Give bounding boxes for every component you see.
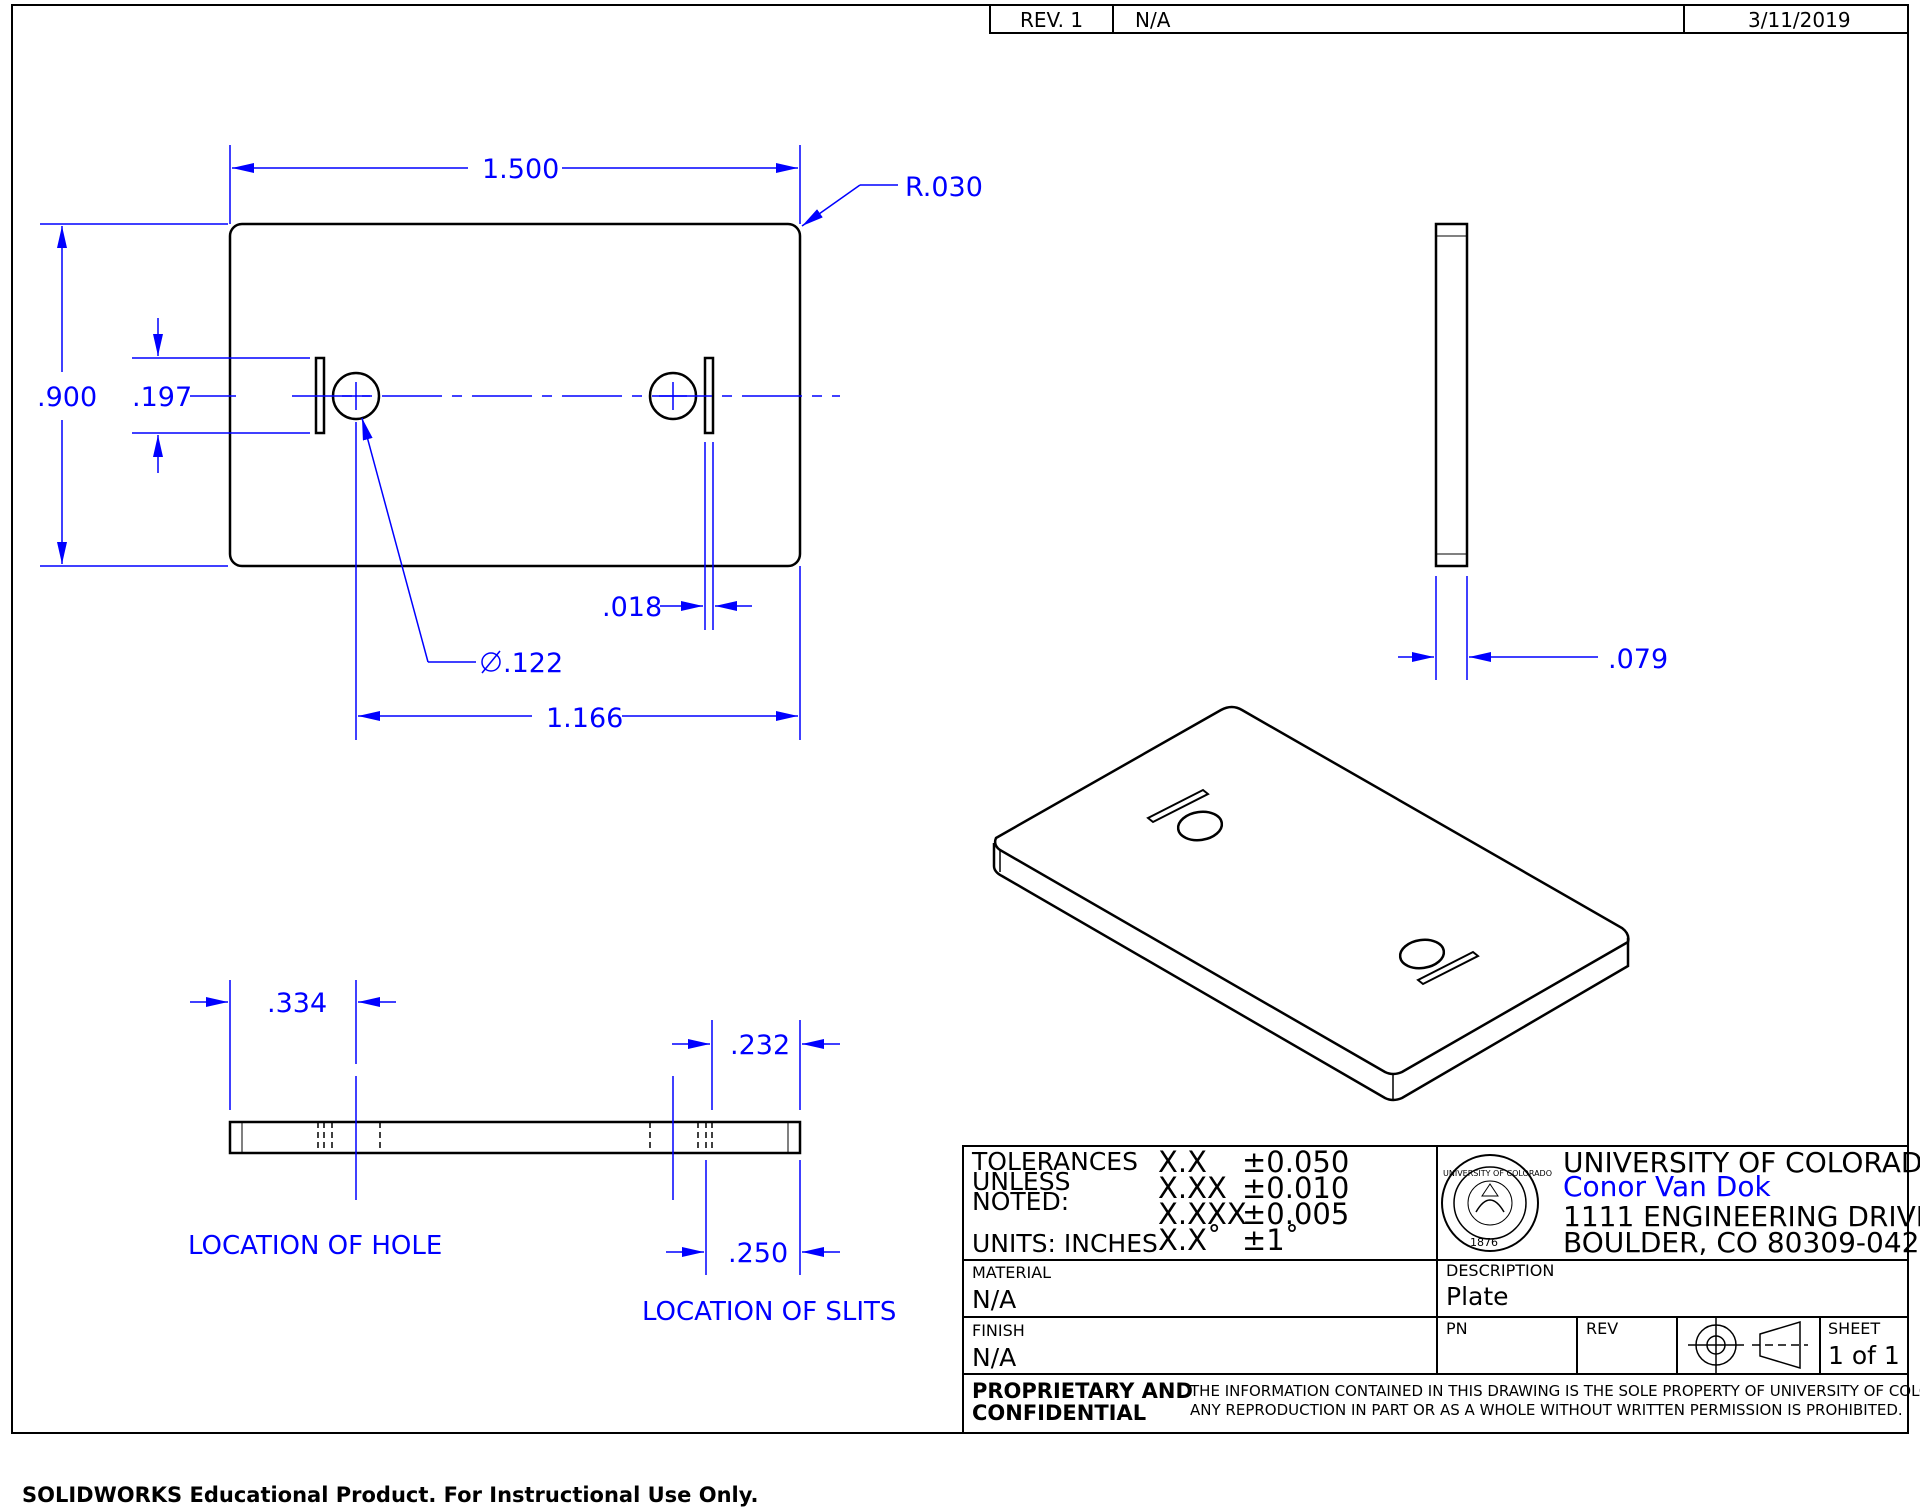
dim-slit-height-label: .197 — [132, 382, 192, 413]
material-label: MATERIAL — [972, 1263, 1051, 1282]
dim-slit-width — [660, 442, 752, 630]
dim-hole-diameter — [361, 417, 501, 674]
university-seal-icon: 1876 UNIVERSITY OF COLORADO — [1441, 1154, 1552, 1252]
dim-corner-radius-label: R.030 — [905, 172, 983, 203]
rev-label: REV. 1 — [1020, 8, 1083, 32]
dim-hole-offset-right-label: .232 — [730, 1030, 790, 1061]
description-label: DESCRIPTION — [1446, 1261, 1554, 1280]
dim-hole-diameter-label: .122 — [503, 648, 563, 679]
tol-value-1: ±0.050 — [1242, 1145, 1349, 1179]
tol-value-4: ±1˚ — [1242, 1223, 1299, 1257]
revision-strip: REV. 1 N/A 3/11/2019 — [989, 4, 1909, 34]
university-name: UNIVERSITY OF COLORADO — [1563, 1146, 1920, 1179]
note-location-hole: LOCATION OF HOLE — [188, 1231, 442, 1261]
rev-date: 3/11/2019 — [1748, 8, 1851, 32]
tolerances-line-1: TOLERANCES — [971, 1147, 1138, 1176]
description-value: Plate — [1446, 1282, 1509, 1311]
dim-slit-offset-right — [666, 1160, 840, 1275]
notice-line-1: THE INFORMATION CONTAINED IN THIS DRAWIN… — [1189, 1382, 1920, 1400]
dim-height — [40, 223, 228, 567]
isometric-view — [992, 705, 1630, 1102]
front-view — [228, 222, 840, 568]
units-label: UNITS: INCHES — [972, 1229, 1158, 1258]
dim-hole-offset-right — [672, 1020, 840, 1110]
address-line-1: 1111 ENGINEERING DRIVE — [1563, 1200, 1920, 1233]
tol-format-4: X.X˚ — [1158, 1223, 1221, 1257]
tol-format-2: X.XX — [1158, 1171, 1227, 1205]
tol-value-2: ±0.010 — [1242, 1171, 1349, 1205]
note-location-slits: LOCATION OF SLITS — [642, 1297, 896, 1327]
dim-hole-offset-left — [190, 980, 396, 1110]
dim-width-top-label: 1.500 — [482, 154, 559, 185]
side-view — [1434, 222, 1469, 568]
notice-line-2: ANY REPRODUCTION IN PART OR AS A WHOLE W… — [1190, 1401, 1903, 1419]
sheet-label: SHEET — [1828, 1319, 1880, 1338]
dim-hole-spacing-label: 1.166 — [546, 703, 623, 734]
third-angle-projection-icon — [1688, 1317, 1808, 1373]
title-block — [962, 1145, 1909, 1434]
finish-value: N/A — [972, 1343, 1016, 1372]
dim-hole-spacing — [355, 422, 801, 740]
author-name: Conor Van Dok — [1563, 1170, 1771, 1203]
footer-watermark: SOLIDWORKS Educational Product. For Inst… — [22, 1483, 759, 1507]
rev-value: N/A — [1135, 8, 1171, 32]
tolerances-line-2: UNLESS — [972, 1167, 1070, 1196]
sheet-border — [11, 4, 1909, 1434]
tol-format-3: X.XXX — [1158, 1197, 1247, 1231]
dim-corner-radius — [801, 184, 898, 227]
dim-slit-offset-right-label: .250 — [728, 1238, 788, 1269]
sheet-value: 1 of 1 — [1828, 1341, 1900, 1370]
rev-label-tb: REV — [1586, 1319, 1618, 1338]
pn-label: PN — [1446, 1319, 1468, 1338]
dim-hole-offset-left-label: .334 — [267, 988, 327, 1019]
tol-value-3: ±0.005 — [1242, 1197, 1349, 1231]
proprietary-line-1: PROPRIETARY AND — [972, 1379, 1193, 1403]
proprietary-line-2: CONFIDENTIAL — [972, 1401, 1146, 1425]
dim-thickness-label: .079 — [1608, 644, 1668, 675]
dim-height-label: .900 — [37, 382, 97, 413]
address-line-2: BOULDER, CO 80309-0427 — [1563, 1226, 1920, 1259]
dim-slit-width-label: .018 — [602, 592, 662, 623]
dim-slit-height — [132, 318, 310, 473]
bottom-view — [228, 1076, 802, 1200]
finish-label: FINISH — [972, 1321, 1025, 1340]
dim-width-top — [229, 145, 801, 224]
seal-year: 1876 — [1470, 1236, 1498, 1249]
plate-outline — [228, 222, 802, 568]
dim-thickness — [1398, 576, 1598, 680]
material-value: N/A — [972, 1285, 1016, 1314]
tol-format-1: X.X — [1158, 1145, 1207, 1179]
seal-text: UNIVERSITY OF COLORADO — [1443, 1169, 1552, 1178]
tolerances-line-3: NOTED: — [972, 1187, 1069, 1216]
